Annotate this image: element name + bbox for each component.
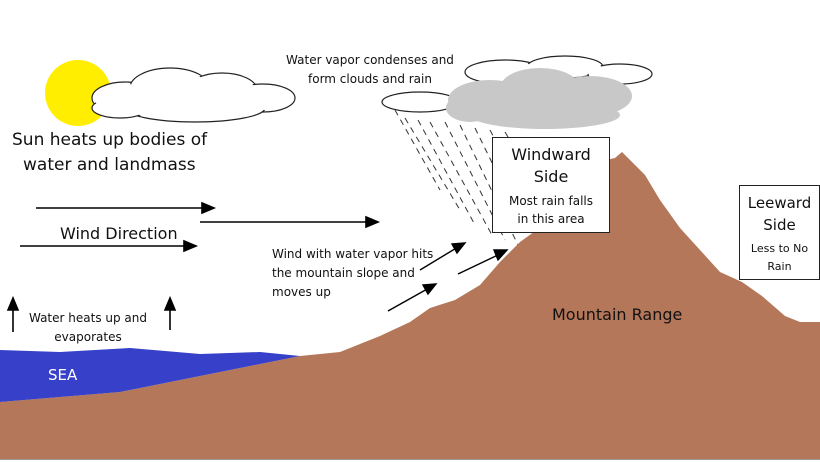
- vapor-hits-line-1: Wind with water vapor hits: [272, 247, 434, 261]
- windward-title-line-1: Windward: [511, 145, 591, 164]
- leeward-desc-line-2: Rain: [767, 260, 792, 273]
- vapor-hits-label: Wind with water vapor hits the mountain …: [272, 245, 433, 302]
- sea: [0, 348, 300, 402]
- vapor-hits-line-2: the mountain slope and: [272, 266, 415, 280]
- upslope-wind-arrows: [387, 242, 509, 312]
- windward-side-box: Windward Side Most rain falls in this ar…: [492, 137, 610, 233]
- condense-line-2: form clouds and rain: [308, 72, 432, 86]
- leeward-side-box: Leeward Side Less to No Rain: [739, 185, 820, 280]
- windward-desc-line-2: in this area: [517, 212, 585, 226]
- wind-direction-arrows: [20, 201, 381, 253]
- mountain-range: [0, 152, 820, 459]
- evaporates-line-1: Water heats up and: [28, 311, 147, 325]
- vapor-hits-line-3: moves up: [272, 285, 331, 299]
- evaporation-arrows: [6, 295, 177, 332]
- evaporates-line-2: evaporates: [54, 330, 122, 344]
- sun-heats-line-1: Sun heats up bodies of: [12, 130, 208, 150]
- windward-title-line-2: Side: [533, 167, 569, 186]
- mountain-range-label: Mountain Range: [552, 305, 683, 324]
- leeward-desc-line-1: Less to No: [750, 242, 809, 255]
- wind-direction-label: Wind Direction: [60, 224, 178, 243]
- condense-label: Water vapor condenses and form clouds an…: [284, 51, 456, 89]
- sun-heats-label: Sun heats up bodies of water and landmas…: [12, 128, 207, 178]
- condense-line-1: Water vapor condenses and: [286, 53, 454, 67]
- rain-cloud-icon: [446, 68, 632, 129]
- leeward-title-line-1: Leeward: [747, 194, 812, 212]
- leeward-title-line-2: Side: [763, 216, 796, 234]
- windward-desc-line-1: Most rain falls: [508, 194, 593, 208]
- sea-label: SEA: [48, 366, 78, 384]
- evaporates-label: Water heats up and evaporates: [26, 309, 150, 347]
- sun-heats-line-2: water and landmass: [23, 155, 196, 175]
